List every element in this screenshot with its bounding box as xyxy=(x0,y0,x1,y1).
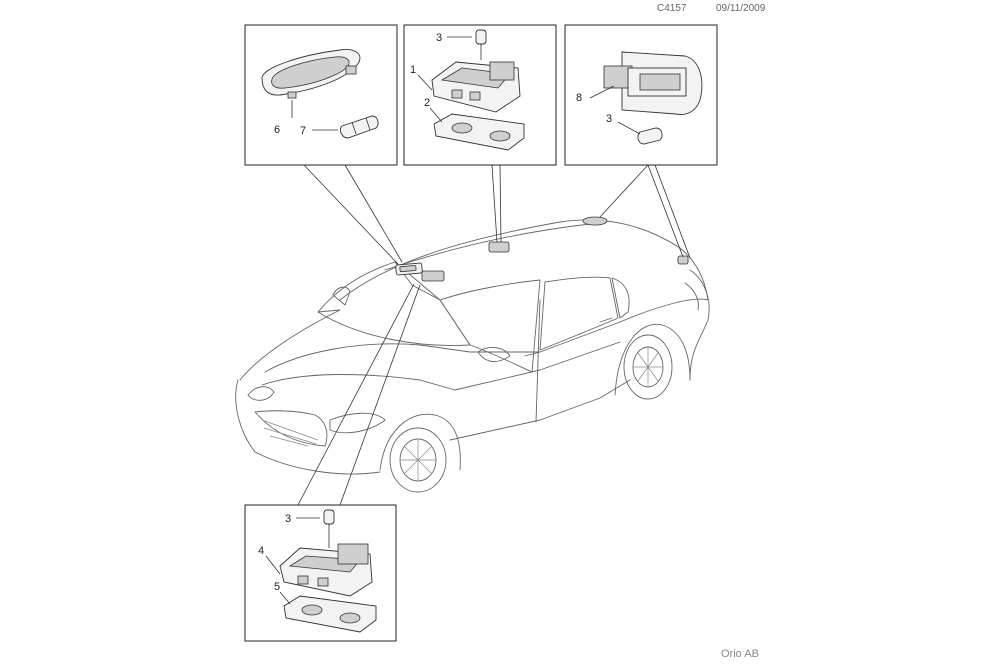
roof-rear-lamp xyxy=(582,216,608,226)
callout-4: 4 xyxy=(258,545,264,557)
front-console-lens xyxy=(283,595,377,633)
document-code: C4157 xyxy=(657,3,687,14)
callout-6: 6 xyxy=(274,124,280,136)
detail-box-2: 3 1 2 xyxy=(403,24,557,166)
callout-3a: 3 xyxy=(436,32,442,44)
detail-box-1: 6 7 xyxy=(244,24,398,166)
detail-box-3: 8 3 xyxy=(564,24,718,166)
reading-lamp-housing xyxy=(431,61,521,113)
callout-2: 2 xyxy=(424,97,430,109)
callout-3c: 3 xyxy=(285,513,291,525)
callout-8: 8 xyxy=(576,92,582,104)
callout-5: 5 xyxy=(274,581,280,593)
bulb-3a xyxy=(475,29,487,60)
courtesy-lamp-lens xyxy=(261,49,361,99)
bulb-3c xyxy=(323,509,335,548)
brand-footer: Orio AB xyxy=(721,648,759,660)
trunk-lamp xyxy=(677,255,689,265)
fuse-bulb xyxy=(339,115,379,139)
callout-3b: 3 xyxy=(606,113,612,125)
leader-lines xyxy=(297,164,691,506)
callout-7: 7 xyxy=(300,125,306,137)
car-illustration xyxy=(235,219,710,493)
document-date: 09/11/2009 xyxy=(716,3,766,14)
detail-box-4: 3 4 5 xyxy=(244,504,397,642)
trunk-lamp-assembly xyxy=(603,51,703,115)
bulb-3b xyxy=(637,127,663,145)
reading-lamp-lens xyxy=(433,113,525,151)
callout-1: 1 xyxy=(410,64,416,76)
roof-front-console xyxy=(395,262,445,282)
roof-middle-lamp xyxy=(488,241,510,253)
front-console-housing xyxy=(279,543,373,597)
